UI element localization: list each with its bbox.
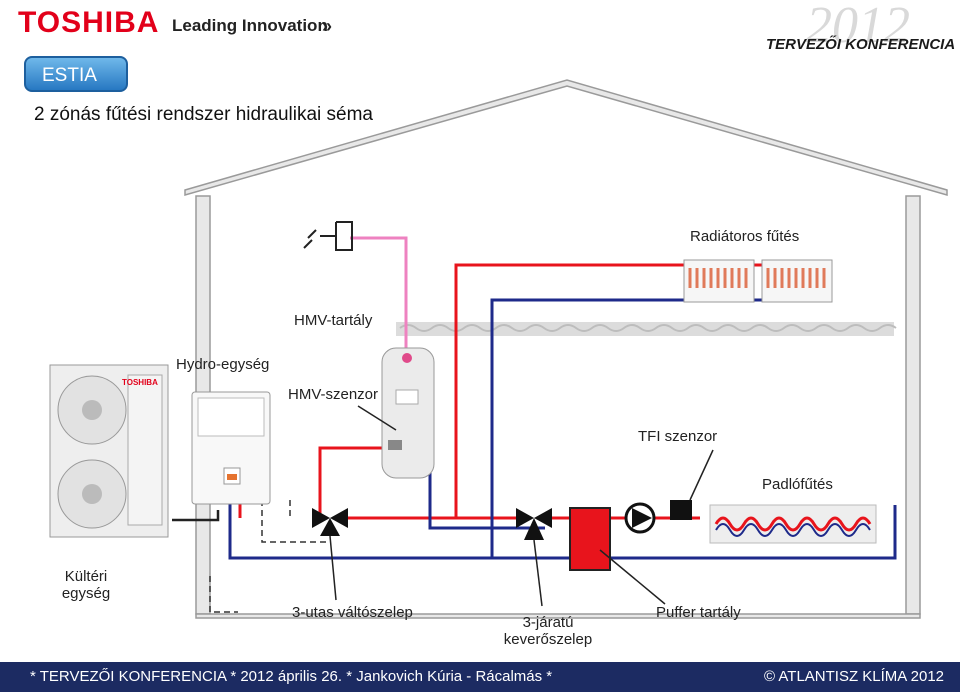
radiator-unit	[683, 259, 833, 303]
label-mixing-valve-line1: 3-járatú	[522, 614, 574, 631]
tfi-sensor	[670, 500, 692, 520]
floor-heating-coil	[709, 504, 877, 544]
label-outdoor-unit-line1: Kültéri	[64, 568, 108, 585]
dhw-pipe	[350, 236, 408, 360]
label-floor-heating: Padlófűtés	[762, 476, 833, 493]
outdoor-unit	[49, 364, 169, 538]
footer-right: © ATLANTISZ KLÍMA 2012	[764, 668, 945, 685]
leader-lines	[329, 405, 714, 607]
chevron-right-icon: »	[322, 16, 333, 36]
floor-slab	[396, 322, 897, 336]
label-outdoor-unit-line2: egység	[61, 585, 111, 602]
conference-year: 2012	[806, 0, 910, 54]
hmv-tank	[381, 347, 435, 479]
outdoor-connection	[172, 510, 220, 522]
pump-icon	[624, 502, 656, 534]
faucet-icon	[303, 221, 353, 251]
tagline: Leading Innovation	[172, 16, 328, 35]
hydro-unit	[191, 391, 271, 505]
conference-title: TERVEZŐI KONFERENCIA	[766, 36, 956, 53]
three-way-valve	[312, 508, 348, 536]
estia-badge: ESTIA	[24, 56, 128, 92]
label-three-way-switch: 3-utas váltószelep	[292, 604, 413, 621]
control-lines	[209, 500, 330, 613]
label-tfi-sensor: TFI szenzor	[638, 428, 718, 445]
label-hmv-tank: HMV-tartály	[294, 312, 373, 329]
brand-logo: TOSHIBA	[18, 6, 160, 39]
page-title: 2 zónás fűtési rendszer hidraulikai séma	[34, 104, 374, 125]
buffer-tank	[569, 507, 611, 571]
footer-left: * TERVEZŐI KONFERENCIA * 2012 április 26…	[30, 668, 553, 685]
mixing-valve	[516, 508, 552, 540]
label-radiator: Radiátoros fűtés	[690, 228, 800, 245]
label-outdoor-unit: Kültéri egység	[46, 568, 126, 602]
label-mixing-valve: 3-járatú keverőszelep	[488, 614, 608, 648]
outdoor-unit-brand: TOSHIBA	[122, 378, 158, 387]
label-buffer-tank: Puffer tartály	[656, 604, 741, 621]
label-mixing-valve-line2: keverőszelep	[503, 631, 593, 648]
footer-bar	[0, 662, 960, 692]
label-hydro-unit: Hydro-egység	[176, 356, 270, 373]
label-hmv-sensor: HMV-szenzor	[288, 386, 379, 403]
